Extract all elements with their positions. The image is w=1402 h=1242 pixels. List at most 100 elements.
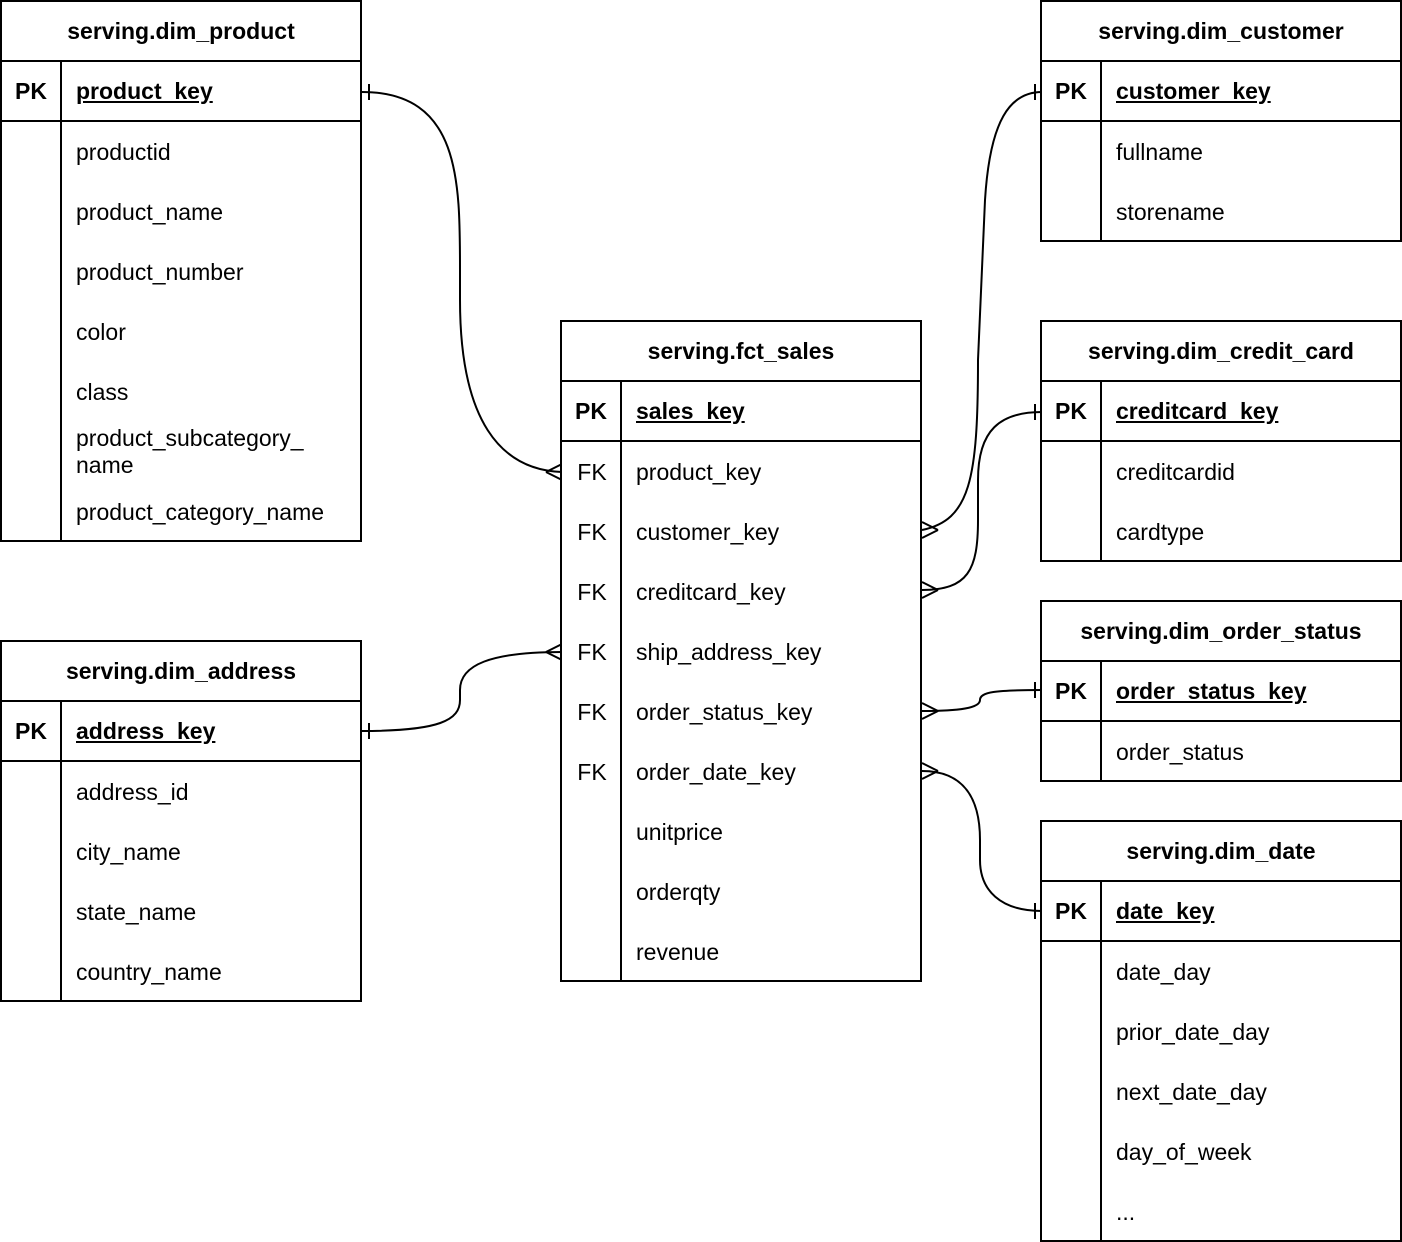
attribute-list: fullname storename [1042, 122, 1400, 240]
attribute-row[interactable]: product_subcategory_ name [2, 422, 360, 482]
entity-dim-credit-card[interactable]: serving.dim_credit_card PK creditcard_ke… [1040, 320, 1402, 562]
attribute-row[interactable]: state_name [2, 882, 360, 942]
fk-marker: FK [577, 578, 607, 605]
fk-marker: FK [577, 458, 607, 485]
pk-field: creditcard_key [1116, 397, 1279, 424]
pk-field: date_key [1116, 897, 1215, 924]
entity-dim-customer[interactable]: serving.dim_customer PK customer_key ful… [1040, 0, 1402, 242]
attribute-name: prior_date_day [1116, 1018, 1270, 1045]
attribute-name: product_subcategory_ name [76, 425, 304, 478]
pk-marker: PK [2, 702, 62, 760]
attribute-name: cardtype [1116, 518, 1205, 545]
many-marker-product [545, 463, 563, 481]
attribute-name: creditcard_key [636, 578, 786, 605]
attribute-name: revenue [636, 938, 720, 965]
attribute-name: storename [1116, 198, 1225, 225]
attribute-row[interactable]: storename [1042, 182, 1400, 242]
attribute-name: next_date_day [1116, 1078, 1267, 1105]
entity-title: serving.dim_credit_card [1042, 322, 1400, 382]
attribute-name: class [76, 378, 129, 405]
attribute-row[interactable]: product_category_name [2, 482, 360, 542]
attribute-name: date_day [1116, 958, 1211, 985]
primary-key-row[interactable]: PK customer_key [1042, 62, 1400, 122]
fk-row[interactable]: FK creditcard_key [562, 562, 920, 622]
attribute-name: customer_key [636, 518, 780, 545]
attribute-row[interactable]: prior_date_day [1042, 1002, 1400, 1062]
attribute-name: fullname [1116, 138, 1203, 165]
attribute-row[interactable]: date_day [1042, 942, 1400, 1002]
many-marker-customer [921, 521, 939, 539]
primary-key-row[interactable]: PK address_key [2, 702, 360, 762]
primary-key-row[interactable]: PK order_status_key [1042, 662, 1400, 722]
attribute-list: creditcardid cardtype [1042, 442, 1400, 560]
attribute-row[interactable]: orderqty [562, 862, 920, 922]
attribute-name: order_status_key [636, 698, 813, 725]
entity-title: serving.dim_date [1042, 822, 1400, 882]
entity-dim-order-status[interactable]: serving.dim_order_status PK order_status… [1040, 600, 1402, 782]
fk-marker: FK [577, 758, 607, 785]
pk-marker: PK [562, 382, 622, 440]
attribute-row[interactable]: class [2, 362, 360, 422]
rel-product [361, 91, 563, 473]
attribute-row[interactable]: country_name [2, 942, 360, 1002]
attribute-name: country_name [76, 958, 222, 985]
attribute-name: ... [1116, 1198, 1136, 1225]
primary-key-row[interactable]: PK creditcard_key [1042, 382, 1400, 442]
rel-creditcard [921, 411, 1043, 591]
attribute-row[interactable]: creditcardid [1042, 442, 1400, 502]
attribute-name: product_category_name [76, 498, 325, 525]
attribute-list: address_id city_name state_name country_… [2, 762, 360, 1000]
entity-dim-date[interactable]: serving.dim_date PK date_key date_day pr… [1040, 820, 1402, 1242]
entity-title: serving.dim_product [2, 2, 360, 62]
attribute-row[interactable]: revenue [562, 922, 920, 982]
entity-title: serving.dim_address [2, 642, 360, 702]
attribute-row[interactable]: fullname [1042, 122, 1400, 182]
pk-marker: PK [1042, 382, 1102, 440]
pk-marker: PK [1042, 662, 1102, 720]
many-marker-order-status [921, 702, 939, 720]
attribute-name: city_name [76, 838, 181, 865]
fk-row[interactable]: FK order_date_key [562, 742, 920, 802]
attribute-name: product_name [76, 198, 224, 225]
attribute-row[interactable]: day_of_week [1042, 1122, 1400, 1182]
many-marker-date [921, 762, 939, 780]
pk-marker: PK [1042, 882, 1102, 940]
attribute-name: productid [76, 138, 171, 165]
attribute-list: productid product_name product_number co… [2, 122, 360, 540]
attribute-row[interactable]: product_number [2, 242, 360, 302]
pk-field: address_key [76, 717, 216, 744]
entity-dim-product[interactable]: serving.dim_product PK product_key produ… [0, 0, 362, 542]
attribute-row[interactable]: ... [1042, 1182, 1400, 1242]
entity-title: serving.dim_customer [1042, 2, 1400, 62]
attribute-name: unitprice [636, 818, 723, 845]
attribute-name: ship_address_key [636, 638, 822, 665]
pk-field: order_status_key [1116, 677, 1307, 704]
attribute-row[interactable]: city_name [2, 822, 360, 882]
entity-title: serving.dim_order_status [1042, 602, 1400, 662]
attribute-row[interactable]: color [2, 302, 360, 362]
pk-marker: PK [2, 62, 62, 120]
entity-dim-address[interactable]: serving.dim_address PK address_key addre… [0, 640, 362, 1002]
attribute-name: order_status [1116, 738, 1244, 765]
attribute-row[interactable]: productid [2, 122, 360, 182]
attribute-row[interactable]: unitprice [562, 802, 920, 862]
attribute-row[interactable]: product_name [2, 182, 360, 242]
rel-customer [921, 91, 1043, 531]
primary-key-row[interactable]: PK product_key [2, 62, 360, 122]
attribute-row[interactable]: next_date_day [1042, 1062, 1400, 1122]
primary-key-row[interactable]: PK sales_key [562, 382, 920, 442]
attribute-name: address_id [76, 778, 189, 805]
attribute-row[interactable]: address_id [2, 762, 360, 822]
entity-title: serving.fct_sales [562, 322, 920, 382]
attribute-row[interactable]: order_status [1042, 722, 1400, 782]
attribute-row[interactable]: cardtype [1042, 502, 1400, 562]
primary-key-row[interactable]: PK date_key [1042, 882, 1400, 942]
attribute-name: order_date_key [636, 758, 796, 785]
many-marker-address [545, 643, 563, 661]
